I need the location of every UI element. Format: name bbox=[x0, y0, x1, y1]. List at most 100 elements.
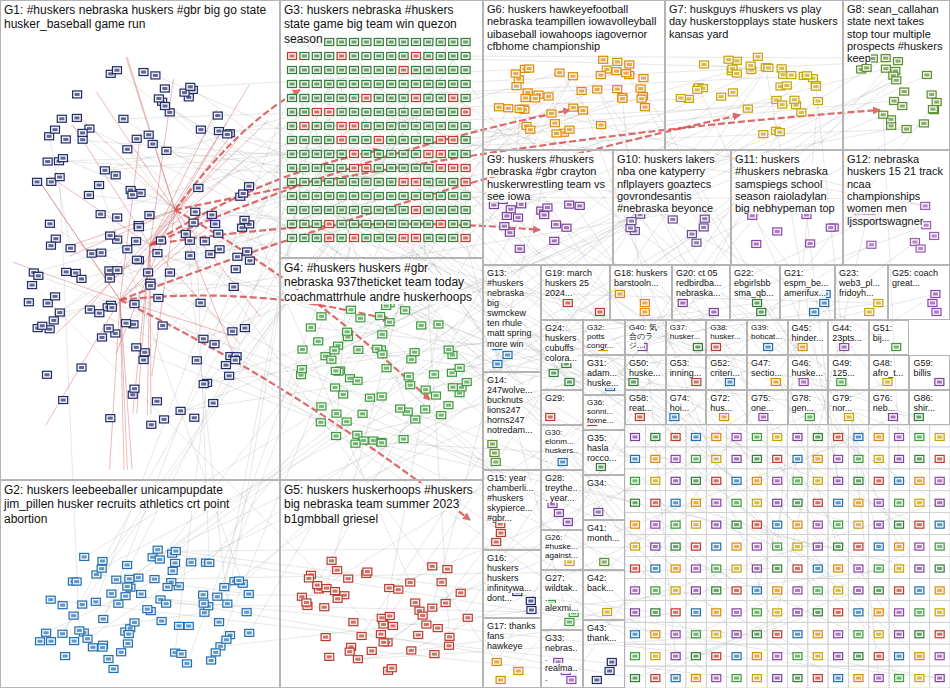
edge-line bbox=[428, 61, 898, 84]
vertex-icon bbox=[137, 590, 146, 597]
vertex-icon bbox=[922, 222, 931, 229]
vertex-icon bbox=[93, 600, 98, 603]
vertex-icon bbox=[515, 105, 524, 112]
vertex-icon bbox=[290, 55, 295, 58]
vertex-icon bbox=[399, 235, 408, 242]
vertex-icon bbox=[350, 123, 359, 130]
vertex-icon bbox=[213, 593, 222, 600]
vertex-icon bbox=[140, 349, 149, 356]
vertex-icon bbox=[461, 207, 470, 214]
vertex-icon bbox=[924, 224, 929, 227]
vertex-icon bbox=[299, 368, 304, 371]
vertex-icon bbox=[333, 369, 338, 372]
vertex-icon bbox=[399, 151, 408, 158]
vertex-icon bbox=[114, 600, 123, 607]
vertex-icon bbox=[414, 139, 419, 142]
vertex-icon bbox=[376, 97, 381, 100]
vertex-icon bbox=[551, 221, 560, 228]
vertex-icon bbox=[352, 111, 357, 114]
vertex-icon bbox=[355, 379, 360, 382]
vertex-icon bbox=[435, 627, 440, 630]
vertex-icon bbox=[900, 105, 905, 108]
vertex-icon bbox=[109, 665, 118, 672]
edge-line bbox=[145, 42, 453, 352]
vertex-icon bbox=[57, 115, 66, 122]
vertex-icon bbox=[327, 655, 332, 658]
vertex-icon bbox=[902, 90, 907, 93]
edge-line bbox=[597, 89, 763, 417]
vertex-icon bbox=[463, 69, 468, 72]
vertex-icon bbox=[97, 184, 102, 187]
vertex-icon bbox=[424, 123, 433, 130]
edge-line bbox=[757, 634, 838, 678]
vertex-icon bbox=[186, 624, 191, 627]
vertex-icon bbox=[728, 89, 737, 96]
vertex-icon bbox=[443, 566, 452, 573]
vertex-icon bbox=[891, 416, 896, 419]
vertex-icon bbox=[451, 209, 456, 212]
vertex-icon bbox=[842, 346, 847, 349]
vertex-icon bbox=[635, 414, 644, 421]
vertex-icon bbox=[223, 131, 232, 138]
vertex-icon bbox=[363, 568, 372, 575]
edge-line bbox=[49, 136, 70, 248]
vertex-icon bbox=[362, 193, 371, 200]
vertex-icon bbox=[414, 55, 419, 58]
vertex-icon bbox=[242, 609, 251, 616]
vertex-icon bbox=[139, 357, 148, 364]
vertex-icon bbox=[432, 373, 437, 376]
vertex-icon bbox=[130, 393, 135, 396]
vertex-icon bbox=[374, 179, 383, 186]
vertex-icon bbox=[596, 511, 601, 514]
vertex-icon bbox=[130, 301, 139, 308]
edge-line bbox=[635, 590, 858, 678]
vertex-icon bbox=[605, 611, 610, 614]
vertex-icon bbox=[299, 374, 304, 377]
vertex-icon bbox=[640, 104, 649, 111]
vertex-icon bbox=[607, 670, 612, 673]
vertex-icon bbox=[413, 601, 418, 604]
vertex-icon bbox=[377, 439, 386, 446]
vertex-icon bbox=[678, 96, 683, 99]
vertex-icon bbox=[921, 202, 930, 209]
vertex-icon bbox=[337, 39, 346, 46]
vertex-icon bbox=[339, 153, 344, 156]
vertex-icon bbox=[565, 302, 570, 305]
vertex-icon bbox=[806, 240, 815, 247]
vertex-icon bbox=[134, 346, 139, 349]
vertex-icon bbox=[387, 179, 396, 186]
vertex-icon bbox=[189, 561, 194, 564]
vertex-icon bbox=[407, 647, 416, 654]
vertex-icon bbox=[438, 181, 443, 184]
vertex-icon bbox=[132, 238, 141, 245]
vertex-icon bbox=[379, 621, 388, 628]
vertex-icon bbox=[717, 93, 726, 100]
edge-line bbox=[88, 192, 760, 638]
vertex-icon bbox=[640, 300, 649, 307]
vertex-icon bbox=[615, 60, 620, 63]
vertex-icon bbox=[100, 646, 105, 649]
vertex-icon bbox=[780, 103, 785, 106]
vertex-icon bbox=[234, 577, 243, 584]
vertex-icon bbox=[513, 72, 518, 75]
vertex-icon bbox=[353, 377, 362, 384]
vertex-icon bbox=[401, 83, 406, 86]
vertex-icon bbox=[355, 658, 360, 661]
vertex-icon bbox=[125, 642, 130, 645]
vertex-icon bbox=[288, 81, 297, 88]
vertex-icon bbox=[51, 293, 60, 300]
vertex-icon bbox=[438, 209, 443, 212]
vertex-icon bbox=[350, 151, 359, 158]
vertex-icon bbox=[196, 299, 205, 306]
vertex-icon bbox=[339, 237, 344, 240]
vertex-icon bbox=[325, 193, 334, 200]
vertex-icon bbox=[502, 225, 507, 228]
vertex-icon bbox=[403, 309, 408, 312]
vertex-icon bbox=[364, 139, 369, 142]
vertex-icon bbox=[755, 302, 760, 305]
vertex-icon bbox=[357, 632, 366, 639]
vertex-icon bbox=[90, 646, 95, 649]
vertex-icon bbox=[38, 322, 47, 329]
vertex-icon bbox=[151, 72, 160, 79]
vertex-icon bbox=[579, 89, 584, 92]
